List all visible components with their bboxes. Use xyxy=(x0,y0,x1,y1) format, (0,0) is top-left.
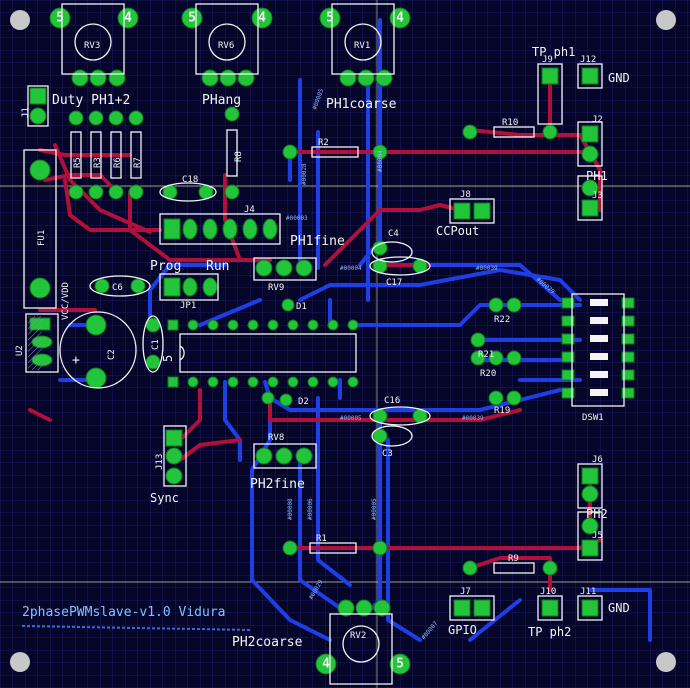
rv1-pad-label: 4 xyxy=(396,11,404,26)
ref-j9: J9 xyxy=(542,55,553,65)
label-c2-plus: + xyxy=(72,353,80,368)
ref-r7: R7 xyxy=(133,157,143,168)
rv2-pad-label: 5 xyxy=(396,657,404,672)
ref-r10: R10 xyxy=(502,118,518,128)
ref-c3: C3 xyxy=(382,449,393,459)
rv3-pad-label: 4 xyxy=(124,11,132,26)
net-label: #00003 xyxy=(286,215,308,222)
ref-u2: U2 xyxy=(15,345,25,356)
ref-jp1: JP1 xyxy=(180,301,196,311)
net-label: #00039 xyxy=(462,415,484,422)
ref-j11: J11 xyxy=(580,587,596,597)
rv6-pad-label: 5 xyxy=(188,11,196,26)
ref-rv1: RV1 xyxy=(354,41,370,51)
label-ph1coarse: PH1coarse xyxy=(326,97,397,112)
net-label: #00004 xyxy=(377,150,384,172)
label-ph2: PH2 xyxy=(586,507,608,521)
ref-j7: J7 xyxy=(460,587,471,597)
ref-rv8: RV8 xyxy=(268,433,284,443)
ref-j13: J13 xyxy=(155,454,165,470)
ref-d1: D1 xyxy=(296,302,307,312)
ref-rv3: RV3 xyxy=(84,41,100,51)
rv1-pad-label: 5 xyxy=(326,11,334,26)
ref-j1: J1 xyxy=(21,107,31,118)
ref-j5: J5 xyxy=(592,531,603,541)
ref-r3: R3 xyxy=(93,157,103,168)
net-label: #00005 xyxy=(340,415,362,422)
label-gnd-top: GND xyxy=(608,71,630,85)
ref-r22: R22 xyxy=(494,315,510,325)
ref-j10: J10 xyxy=(540,587,556,597)
ref-r5: R5 xyxy=(73,157,83,168)
u2-heatsink xyxy=(28,316,42,370)
ref-c1: C1 xyxy=(151,339,161,350)
net-label: #00006 xyxy=(307,498,314,520)
net-label: #00004 xyxy=(340,265,362,272)
ref-c2: C2 xyxy=(107,349,117,360)
title-underline xyxy=(21,625,253,631)
ref-c16: C16 xyxy=(384,396,400,406)
ref-j6: J6 xyxy=(592,455,603,465)
label-gnd-bottom: GND xyxy=(608,601,630,615)
ref-r21: R21 xyxy=(478,350,494,360)
ref-dsw1: DSW1 xyxy=(582,413,604,423)
label-duty: Duty PH1+2 xyxy=(52,93,130,108)
ref-c18: C18 xyxy=(182,175,198,185)
ref-rv6: RV6 xyxy=(218,41,234,51)
ref-r2: R2 xyxy=(318,138,329,148)
ref-j12: J12 xyxy=(580,55,596,65)
ref-r19: R19 xyxy=(494,406,510,416)
ref-r20: R20 xyxy=(480,369,496,379)
label-ph2coarse: PH2coarse xyxy=(232,635,303,650)
board-title: 2phasePWMslave-v1.0 Vidura xyxy=(22,605,226,620)
rv6-pad-label: 4 xyxy=(258,11,266,26)
ref-j3: J3 xyxy=(592,191,603,201)
mounting-holes xyxy=(10,10,676,672)
rv2-pad-label: 4 xyxy=(322,657,330,672)
rv3-pad-label: 5 xyxy=(56,11,64,26)
label-ph2fine: PH2fine xyxy=(250,477,305,492)
net-label: #00008 xyxy=(287,498,294,520)
ref-r6: R6 xyxy=(113,157,123,168)
dip-switch-knobs xyxy=(590,299,608,396)
ref-d2: D2 xyxy=(298,397,309,407)
ref-c17: C17 xyxy=(386,278,402,288)
label-sync: Sync xyxy=(150,491,179,505)
ref-r8: R8 xyxy=(234,151,244,162)
label-prog: Prog xyxy=(150,259,181,274)
net-label: #00005 xyxy=(371,498,378,520)
ref-j4: J4 xyxy=(244,205,255,215)
label-phang: PHang xyxy=(202,93,241,108)
label-ccpout: CCPout xyxy=(436,224,479,238)
ref-rv9: RV9 xyxy=(268,283,284,293)
silkscreen-outlines xyxy=(23,3,625,685)
label-tp-ph1: TP ph1 xyxy=(532,45,575,59)
ref-j8: J8 xyxy=(460,190,471,200)
label-ph1: PH1 xyxy=(586,169,608,183)
ref-fu1: FU1 xyxy=(37,230,47,246)
ref-r9: R9 xyxy=(508,554,519,564)
net-label: #00039 xyxy=(476,265,498,272)
ref-j2: J2 xyxy=(592,115,603,125)
copper-pads xyxy=(29,7,635,675)
ref-rv2: RV2 xyxy=(350,631,366,641)
ref-c4: C4 xyxy=(388,229,399,239)
label-c1-polarity: 5 xyxy=(161,355,175,362)
label-gpio: GPIO xyxy=(448,623,477,637)
label-tp-ph2: TP ph2 xyxy=(528,625,571,639)
label-ph1fine: PH1fine xyxy=(290,234,345,249)
ref-c6: C6 xyxy=(112,283,123,293)
ref-r1: R1 xyxy=(316,534,327,544)
label-run: Run xyxy=(206,259,229,274)
net-label: #00028 xyxy=(301,163,308,185)
label-vcc: VCC/VDD xyxy=(61,282,71,320)
